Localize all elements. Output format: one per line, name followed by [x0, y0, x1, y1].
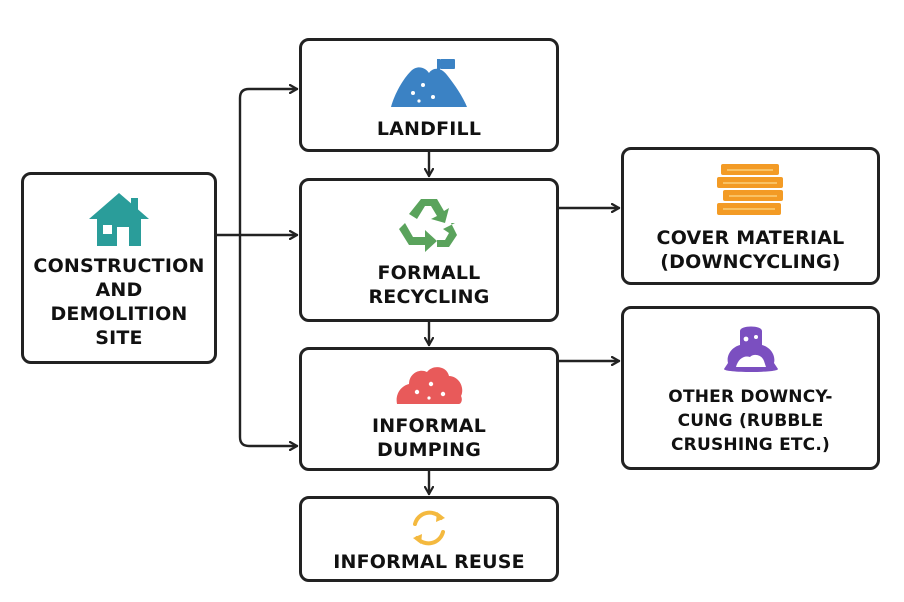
cover-material-node: COVER MATERIAL (DOWNCYCLING): [621, 147, 880, 285]
reuse-arrows-icon: [413, 510, 445, 546]
informal-dumping-node: INFORMAL DUMPING: [299, 347, 559, 471]
formal-recycling-node: FORMALL RECYCLING: [299, 178, 559, 322]
recycle-icon: [399, 199, 457, 252]
informal-reuse-label: INFORMAL REUSE: [333, 551, 525, 573]
dump-pile-icon: [396, 367, 463, 404]
landfill-label: LANDFILL: [376, 118, 482, 140]
arrow-site-to-dumping: [238, 233, 299, 446]
construction-site-label: CONSTRUCTION AND DEMOLITION SITE: [33, 255, 205, 349]
arrow-site-to-landfill: [238, 89, 299, 237]
landfill-node: LANDFILL: [299, 38, 559, 152]
landfill-mound-icon: [391, 59, 467, 107]
stacked-layers-icon: [716, 164, 783, 215]
rubble-crusher-icon: [723, 326, 778, 372]
other-downcycling-node: OTHER DOWNCY- CUNG (RUBBLE CRUSHING ETC.…: [621, 306, 880, 470]
other-downcycling-label: OTHER DOWNCY- CUNG (RUBBLE CRUSHING ETC.…: [668, 387, 833, 455]
house-icon: [89, 193, 149, 246]
cover-material-label: COVER MATERIAL (DOWNCYCLING): [656, 227, 845, 273]
informal-dumping-label: INFORMAL DUMPING: [371, 415, 487, 461]
informal-reuse-node: INFORMAL REUSE: [299, 496, 559, 582]
formal-recycling-label: FORMALL RECYCLING: [368, 262, 490, 308]
construction-demolition-site-node: CONSTRUCTION AND DEMOLITION SITE: [21, 172, 217, 364]
